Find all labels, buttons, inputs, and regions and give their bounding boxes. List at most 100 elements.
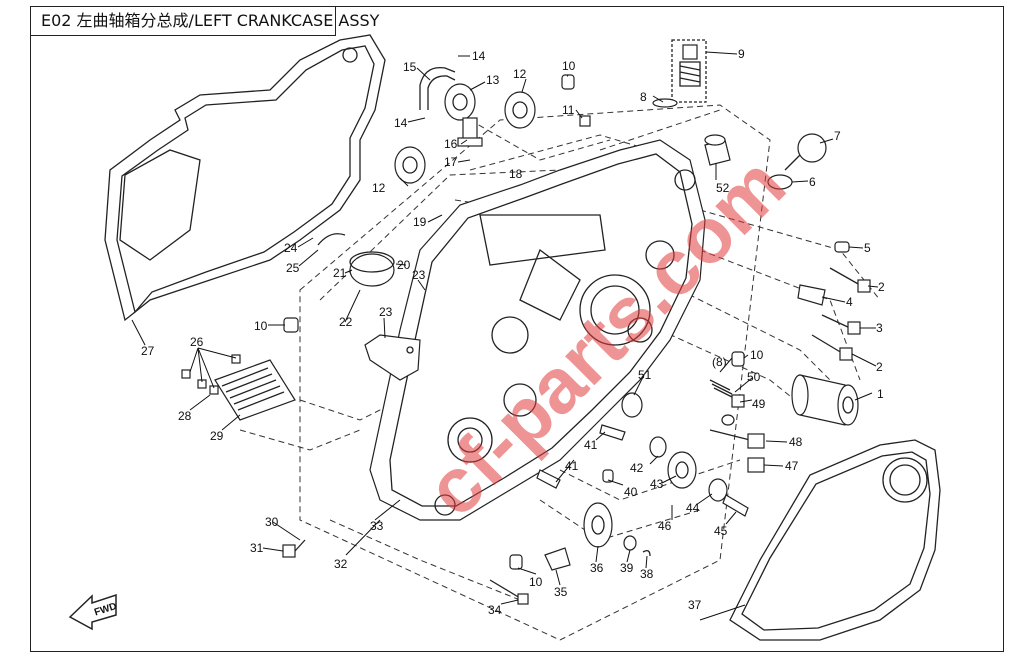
diagram-title: E02 左曲轴箱分总成/LEFT CRANKCASE ASSY bbox=[30, 6, 379, 36]
left-gasket-27 bbox=[104, 34, 386, 322]
callout-40: 40 bbox=[624, 485, 638, 499]
gear-36 bbox=[583, 502, 613, 548]
clip-38 bbox=[642, 550, 651, 557]
callout-27: 27 bbox=[141, 344, 155, 358]
callout-8: 8 bbox=[640, 90, 647, 104]
oil-strainer-29 bbox=[214, 359, 296, 421]
callout-12: 12 bbox=[513, 67, 527, 81]
callout-4: 4 bbox=[846, 295, 853, 309]
crankcase-33 bbox=[369, 139, 706, 521]
callout-23: 23 bbox=[412, 268, 426, 282]
callout-30: 30 bbox=[265, 515, 279, 529]
pin-10-bottom bbox=[509, 554, 523, 570]
callout-35: 35 bbox=[554, 585, 568, 599]
washer-39 bbox=[623, 535, 637, 551]
sensor-16 bbox=[457, 117, 483, 147]
bearing-13 bbox=[444, 83, 476, 121]
callout-28: 28 bbox=[178, 409, 192, 423]
callout-37: 37 bbox=[688, 598, 702, 612]
spring-50 bbox=[709, 379, 745, 408]
callout-31: 31 bbox=[250, 541, 264, 555]
callout-36: 36 bbox=[590, 561, 604, 575]
oring-8 bbox=[652, 98, 678, 108]
bearing-12-top bbox=[504, 91, 536, 129]
callout-52: 52 bbox=[716, 181, 730, 195]
bearing-shell-21 bbox=[349, 251, 395, 287]
callout-6: 6 bbox=[809, 175, 816, 189]
fwd-arrow-icon: FWD bbox=[68, 593, 118, 631]
pin-5 bbox=[834, 241, 850, 253]
callout-49: 49 bbox=[752, 397, 766, 411]
pin-10-left bbox=[283, 317, 299, 333]
right-gasket-37 bbox=[729, 439, 941, 641]
bolts-26 bbox=[181, 354, 241, 395]
bracket-35 bbox=[544, 547, 571, 571]
callout-16: 16 bbox=[444, 137, 458, 151]
callout-44: 44 bbox=[686, 501, 700, 515]
callout-33: 33 bbox=[370, 519, 384, 533]
pin-41-b bbox=[536, 469, 561, 489]
pin-31 bbox=[282, 539, 306, 558]
callout-41: 41 bbox=[565, 459, 579, 473]
pin-41-a bbox=[599, 424, 626, 441]
thrust-washer-25 bbox=[317, 233, 346, 246]
shaft-45 bbox=[722, 494, 749, 517]
callout-18: 18 bbox=[509, 167, 523, 181]
callout-41: 41 bbox=[584, 438, 598, 452]
callout-11: 11 bbox=[562, 103, 575, 117]
callout-20: 20 bbox=[397, 258, 411, 272]
plug-47 bbox=[747, 457, 765, 473]
leader-lines bbox=[131, 51, 879, 621]
plate-23 bbox=[364, 334, 421, 381]
callout-34: 34 bbox=[488, 603, 502, 617]
callout-17: 17 bbox=[444, 155, 458, 169]
dipstick-7 bbox=[784, 133, 827, 171]
oil-filter-1 bbox=[791, 374, 859, 426]
bolt-3 bbox=[821, 314, 861, 335]
callout-1: 1 bbox=[877, 387, 884, 401]
bolt-2-top bbox=[829, 267, 871, 293]
callout-labels: 1 2 2 3 4 5 6 7 8 (8) 9 10 10 10 10 11 1… bbox=[141, 47, 885, 617]
callout-42: 42 bbox=[630, 461, 644, 475]
callout-43: 43 bbox=[650, 477, 664, 491]
washer-49 bbox=[721, 414, 735, 426]
bolt-11 bbox=[579, 115, 591, 127]
callout-32: 32 bbox=[334, 557, 348, 571]
callout-24: 24 bbox=[284, 241, 298, 255]
plug-9 bbox=[671, 39, 707, 103]
callout-46: 46 bbox=[658, 519, 672, 533]
hose-15 bbox=[419, 66, 456, 110]
callout-9: 9 bbox=[738, 47, 745, 61]
callout-48: 48 bbox=[789, 435, 803, 449]
callout-12: 12 bbox=[372, 181, 386, 195]
callout-14: 14 bbox=[394, 116, 408, 130]
callout-2: 2 bbox=[878, 280, 885, 294]
bearing-12-left bbox=[394, 146, 426, 184]
callout-10: 10 bbox=[529, 575, 543, 589]
callout-21: 21 bbox=[333, 266, 347, 280]
plug-48 bbox=[709, 429, 765, 449]
callout-45: 45 bbox=[714, 524, 728, 538]
callout-8-bracket: (8) bbox=[712, 355, 727, 369]
callout-50: 50 bbox=[747, 370, 761, 384]
callout-22: 22 bbox=[339, 315, 353, 329]
part-52 bbox=[704, 134, 731, 166]
callout-19: 19 bbox=[413, 215, 427, 229]
callout-7: 7 bbox=[834, 129, 841, 143]
callout-3: 3 bbox=[876, 321, 883, 335]
callout-38: 38 bbox=[640, 567, 654, 581]
pin-4 bbox=[797, 284, 826, 306]
drawing-frame bbox=[30, 6, 1004, 652]
callout-2: 2 bbox=[876, 360, 883, 374]
callout-29: 29 bbox=[210, 429, 224, 443]
callout-13: 13 bbox=[486, 73, 500, 87]
bolt-34 bbox=[489, 579, 529, 605]
callout-26: 26 bbox=[190, 335, 204, 349]
callout-39: 39 bbox=[620, 561, 634, 575]
gear-43 bbox=[667, 451, 697, 489]
callout-14: 14 bbox=[472, 49, 486, 63]
bearing-44 bbox=[708, 478, 728, 502]
callout-47: 47 bbox=[785, 459, 799, 473]
pin-10-top bbox=[561, 74, 575, 90]
